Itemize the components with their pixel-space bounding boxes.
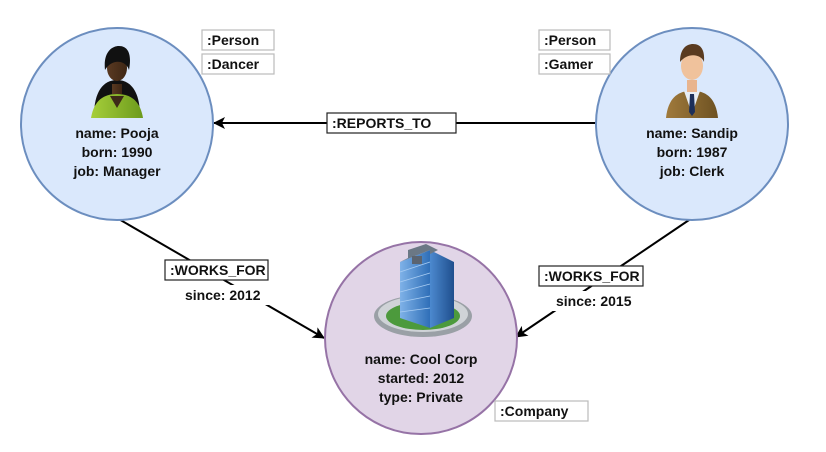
coolcorp-node-circle[interactable]	[324, 241, 518, 435]
coolcorp-node[interactable]: name: Cool Corp started: 2012 type: Priv…	[324, 241, 518, 435]
man-avatar-icon	[666, 44, 718, 118]
sandip-label-person-text: :Person	[544, 32, 596, 48]
sandip-born: born: 1987	[657, 144, 728, 160]
sandip-works-for-since: since: 2015	[556, 293, 632, 309]
pooja-works-for-label[interactable]: :WORKS_FOR since: 2012	[164, 259, 273, 305]
sandip-label-person: :Person	[538, 29, 611, 51]
pooja-born: born: 1990	[82, 144, 153, 160]
office-building-icon	[374, 244, 472, 337]
sandip-job: job: Clerk	[659, 163, 725, 179]
coolcorp-name: name: Cool Corp	[365, 351, 478, 367]
pooja-label-dancer: :Dancer	[201, 53, 275, 75]
pooja-works-for-label-text: :WORKS_FOR	[170, 262, 266, 278]
woman-avatar-icon	[91, 46, 143, 118]
pooja-name: name: Pooja	[75, 125, 158, 141]
reports-to-label-text: :REPORTS_TO	[332, 115, 431, 131]
pooja-node-circle[interactable]	[20, 27, 214, 221]
sandip-label-gamer-text: :Gamer	[544, 56, 594, 72]
pooja-label-person-text: :Person	[207, 32, 259, 48]
pooja-label-dancer-text: :Dancer	[207, 56, 260, 72]
reports-to-label[interactable]: :REPORTS_TO	[326, 112, 457, 134]
coolcorp-started: started: 2012	[378, 370, 465, 386]
pooja-works-for-since: since: 2012	[185, 287, 261, 303]
coolcorp-label-company: :Company	[494, 400, 589, 422]
sandip-node-circle[interactable]	[595, 27, 789, 221]
coolcorp-type: type: Private	[379, 389, 463, 405]
pooja-job: job: Manager	[72, 163, 161, 179]
sandip-works-for-label[interactable]: :WORKS_FOR since: 2015	[538, 265, 647, 311]
pooja-node[interactable]: name: Pooja born: 1990 job: Manager	[20, 27, 214, 221]
sandip-name: name: Sandip	[646, 125, 738, 141]
sandip-node[interactable]: name: Sandip born: 1987 job: Clerk	[595, 27, 789, 221]
sandip-works-for-label-text: :WORKS_FOR	[544, 268, 640, 284]
coolcorp-label-company-text: :Company	[500, 403, 569, 419]
pooja-label-person: :Person	[201, 29, 275, 51]
sandip-label-gamer: :Gamer	[538, 53, 611, 75]
